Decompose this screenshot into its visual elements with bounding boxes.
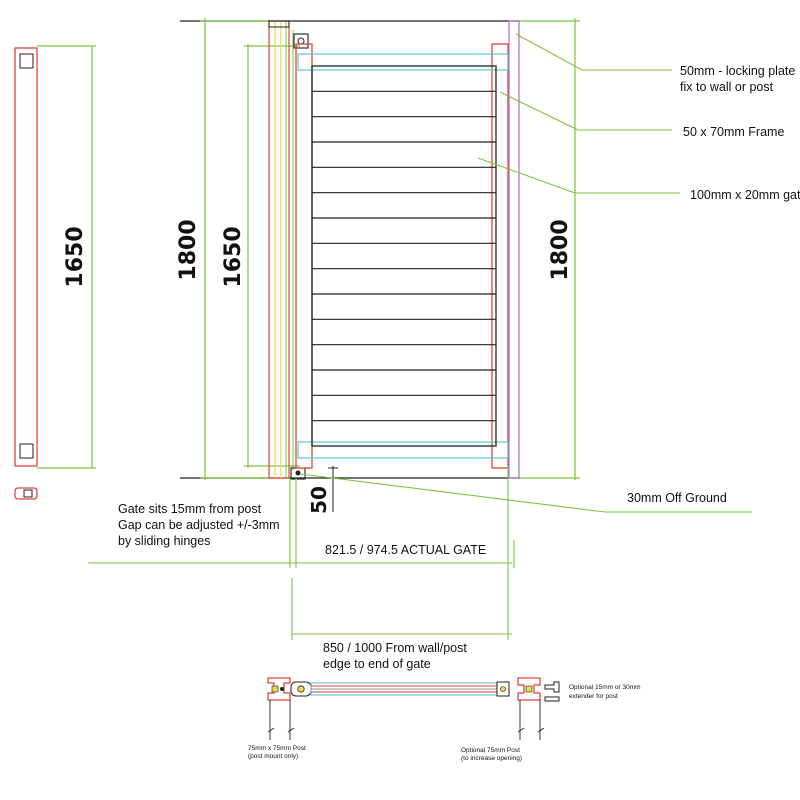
- gate-frame-left-stile: [295, 43, 313, 469]
- plan-extender-label-2: extender for post: [569, 693, 618, 700]
- side-top-block: [19, 53, 34, 69]
- post-cap: [268, 20, 290, 28]
- plan-optional-post-label-1: Optional 75mm Post: [461, 747, 520, 754]
- slat-callout: 100mm x 20mm gat: [690, 188, 800, 202]
- plan-extender-label-1: Optional 15mm or 30mm: [569, 684, 641, 691]
- left-inner-height-label: 1650: [221, 226, 246, 287]
- bottom-hinge-pin: [295, 470, 301, 476]
- overall-width-label-2: edge to end of gate: [323, 657, 431, 671]
- side-frame: [14, 47, 38, 467]
- overall-width-label-1: 850 / 1000 From wall/post: [323, 641, 467, 655]
- gap-note-2: Gap can be adjusted +/-3mm: [118, 518, 280, 532]
- actual-gate-label: 821.5 / 974.5 ACTUAL GATE: [325, 543, 486, 557]
- top-hinge-pin: [297, 37, 305, 45]
- side-height-label: 1650: [63, 226, 88, 287]
- side-bottom-block: [19, 443, 34, 459]
- callout-leaders: [299, 33, 752, 513]
- gap-note-1: Gate sits 15mm from post: [118, 502, 262, 516]
- frame-callout: 50 x 70mm Frame: [683, 125, 784, 139]
- gate-frame-right-stile: [491, 43, 509, 469]
- locking-plate-callout-1: 50mm - locking plate: [680, 64, 795, 78]
- side-elevation: 1650: [14, 45, 96, 469]
- plan-post-label-2: (post mount only): [248, 753, 298, 760]
- plan-extender: [544, 681, 560, 702]
- locking-plate-callout-2: fix to wall or post: [680, 80, 774, 94]
- right-height-label: 1800: [548, 219, 573, 280]
- locking-plate: [508, 20, 520, 479]
- slat-panel: [311, 65, 497, 447]
- gate-bottom-rail: [297, 441, 509, 459]
- plan-post-label-1: 75mm x 75mm Post: [248, 745, 306, 752]
- plan-left-post: [267, 677, 291, 701]
- plan-view: [267, 677, 560, 740]
- gate-top-rail: [297, 53, 509, 71]
- hinge-detail-icon: [14, 487, 38, 500]
- width-dimensions: [88, 466, 515, 640]
- off-ground-callout: 30mm Off Ground: [627, 491, 727, 505]
- gap-note-3: by sliding hinges: [118, 534, 210, 548]
- slat-group: [312, 90, 496, 422]
- plan-optional-post-label-2: (to increase opening): [461, 755, 522, 762]
- plan-latch: [496, 681, 510, 697]
- left-outer-height-label: 1800: [176, 219, 201, 280]
- gate-elevation: 1800 1650 1800 50: [176, 18, 580, 514]
- ground-gap-label: 50: [307, 486, 331, 514]
- top-hinge: [293, 33, 309, 49]
